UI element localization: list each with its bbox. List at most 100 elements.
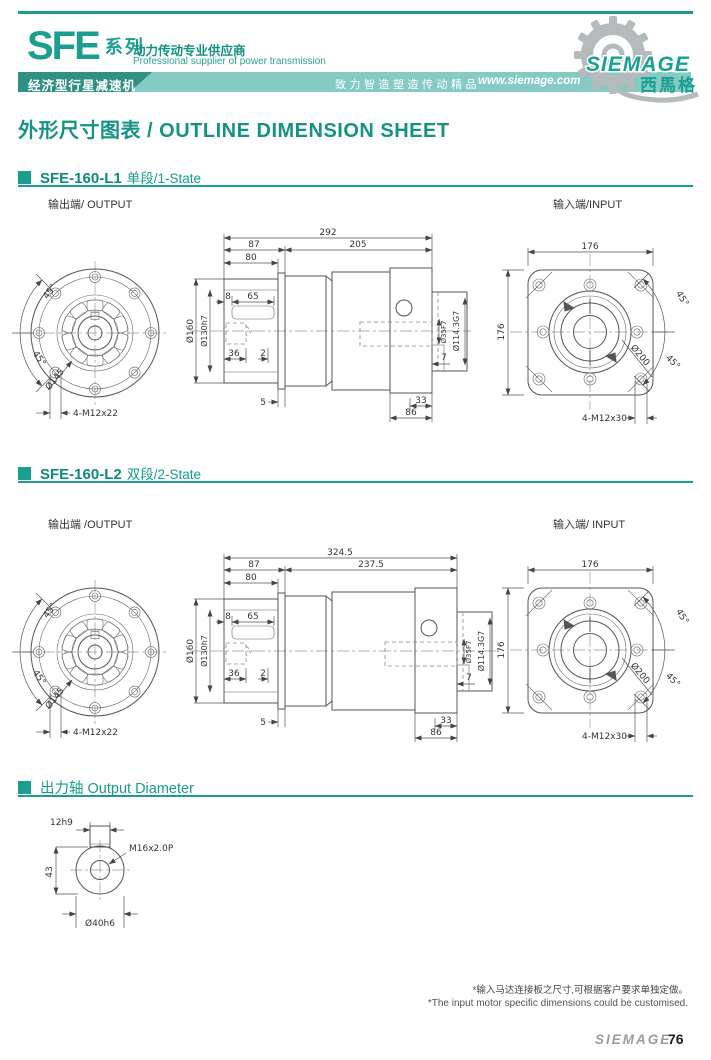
svg-text:M16x2.0P: M16x2.0P	[129, 844, 174, 854]
stage-label: 双段/2-State	[126, 467, 201, 482]
dimension-labels: 45° 45° Ø145 4-M12x22	[30, 282, 118, 419]
svg-text:36: 36	[228, 349, 240, 359]
svg-text:Ø160: Ø160	[185, 639, 196, 664]
svg-text:8: 8	[225, 612, 231, 622]
svg-text:Ø130h7: Ø130h7	[199, 635, 209, 667]
svg-text:4-M12x30: 4-M12x30	[582, 414, 627, 424]
logo-swoosh	[607, 78, 699, 103]
corner-marks	[525, 589, 655, 711]
svg-text:205: 205	[349, 240, 366, 250]
svg-text:7: 7	[441, 353, 447, 363]
svg-text:7: 7	[466, 673, 472, 683]
banner-url[interactable]: www.siemage.com	[478, 74, 581, 87]
svg-text:4-M12x30: 4-M12x30	[582, 732, 627, 742]
dimension-labels: 176 176 45° 45° Ø200 4-M12x30	[497, 242, 690, 424]
company-logo: SIEMAGE 西馬格	[574, 16, 699, 103]
dimension-labels: 324.5 87 237.5 80 8 65 Ø160 Ø130h7 36 2 …	[185, 548, 486, 738]
supplier-tagline-cn: 动力传动专业供应商	[133, 44, 246, 58]
model-name: SFE-160-L2	[40, 466, 122, 483]
svg-text:Ø130h7: Ø130h7	[199, 315, 209, 347]
gearbox-outline	[223, 587, 493, 714]
svg-text:45°: 45°	[673, 608, 690, 627]
svg-text:45°: 45°	[42, 601, 59, 620]
center-lines	[22, 580, 168, 726]
dimension-lines	[193, 554, 493, 742]
svg-text:87: 87	[248, 240, 259, 250]
section-bullet	[18, 171, 31, 184]
side-view-l1: 292 87 205 80 8 65 Ø160 Ø130h7 36 2 5 Ø3…	[185, 228, 471, 422]
svg-text:45°: 45°	[30, 349, 47, 368]
dimension-labels: 12h9 43 M16x2.0P Ø40h6	[45, 818, 174, 929]
svg-text:65: 65	[247, 612, 258, 622]
logo-slash	[625, 71, 638, 93]
svg-text:12h9: 12h9	[50, 818, 73, 828]
dimension-lines	[53, 822, 138, 928]
series-suffix: 系列	[104, 37, 145, 57]
svg-text:80: 80	[245, 573, 257, 583]
banner-product-band	[18, 72, 152, 92]
center-lines	[510, 572, 678, 728]
brand-wordmark: SIEMAGE	[586, 53, 690, 76]
svg-text:43: 43	[45, 866, 55, 877]
model-name: SFE-160-L1	[40, 170, 122, 187]
svg-text:324.5: 324.5	[327, 548, 353, 558]
svg-text:5: 5	[260, 398, 266, 408]
svg-text:33: 33	[415, 396, 426, 406]
svg-text:45°: 45°	[42, 282, 59, 301]
svg-text:45°: 45°	[673, 290, 690, 309]
output-shaft-view: 12h9 43 M16x2.0P Ø40h6	[45, 818, 174, 929]
svg-text:Ø200: Ø200	[628, 661, 652, 687]
stage-label: 单段/1-State	[126, 171, 201, 186]
shaft-section-title: 出力轴 Output Diameter	[40, 781, 194, 797]
svg-text:2: 2	[260, 669, 266, 679]
page-number: 76	[668, 1031, 684, 1047]
dimension-labels: 45° 45° Ø145 4-M12x22	[30, 601, 118, 738]
side-view-l2: 324.5 87 237.5 80 8 65 Ø160 Ø130h7 36 2 …	[185, 548, 496, 742]
series-name: SFE	[27, 24, 101, 68]
supplier-tagline-en: Professional supplier of power transmiss…	[133, 56, 326, 67]
page-title: 外形尺寸图表 / OUTLINE DIMENSION SHEET	[18, 120, 450, 142]
hidden-lines	[225, 612, 464, 691]
section-header-l1: SFE-160-L1 单段/1-State	[18, 167, 693, 187]
svg-text:4-M12x22: 4-M12x22	[73, 409, 118, 419]
svg-text:80: 80	[245, 253, 257, 263]
svg-text:4-M12x22: 4-M12x22	[73, 728, 118, 738]
footnote-cn: *输入马达连接板之尺寸,可根据客户要求单独定做。	[472, 985, 688, 996]
section-bullet	[18, 467, 31, 480]
corner-marks	[525, 271, 655, 393]
center-lines	[70, 840, 130, 900]
svg-text:176: 176	[581, 560, 598, 570]
dimension-lines	[502, 248, 674, 424]
svg-text:176: 176	[581, 242, 598, 252]
svg-text:237.5: 237.5	[358, 560, 384, 570]
output-flange-view-l2: 45° 45° Ø145 4-M12x22	[12, 580, 168, 738]
section-header-l2: SFE-160-L2 双段/2-State	[18, 463, 693, 483]
svg-text:8: 8	[225, 292, 231, 302]
center-lines	[510, 254, 678, 410]
dimension-lines	[12, 273, 73, 419]
carrier-slots	[61, 618, 129, 686]
footnotes: *输入马达连接板之尺寸,可根据客户要求单独定做。 *The input moto…	[428, 984, 688, 1010]
svg-text:87: 87	[248, 560, 259, 570]
svg-text:Ø114.3G7: Ø114.3G7	[476, 631, 486, 672]
svg-text:86: 86	[405, 408, 417, 418]
output-flange-view-l1: 45° 45° Ø145 4-M12x22	[12, 261, 168, 419]
svg-text:Ø35F7: Ø35F7	[465, 641, 473, 664]
center-lines	[22, 261, 168, 407]
svg-text:36: 36	[228, 669, 240, 679]
brand-cn: 西馬格	[640, 75, 697, 95]
svg-text:45°: 45°	[663, 671, 681, 689]
shaft-outline	[75, 825, 125, 895]
section-header-shaft: 出力轴 Output Diameter	[18, 777, 693, 797]
svg-text:Ø114.3G7: Ø114.3G7	[451, 311, 461, 352]
svg-text:5: 5	[260, 718, 266, 728]
dimension-labels: 176 176 45° 45° Ø200 4-M12x30	[497, 560, 690, 742]
footnote-en: *The input motor specific dimensions cou…	[427, 998, 688, 1009]
output-label-l1: 输出端/ OUTPUT	[48, 199, 133, 211]
dimension-labels: 292 87 205 80 8 65 Ø160 Ø130h7 36 2 5 Ø3…	[185, 228, 461, 418]
svg-text:Ø160: Ø160	[185, 319, 196, 344]
svg-text:176: 176	[497, 641, 507, 658]
dimension-lines	[502, 566, 674, 742]
dimension-lines	[193, 234, 468, 422]
